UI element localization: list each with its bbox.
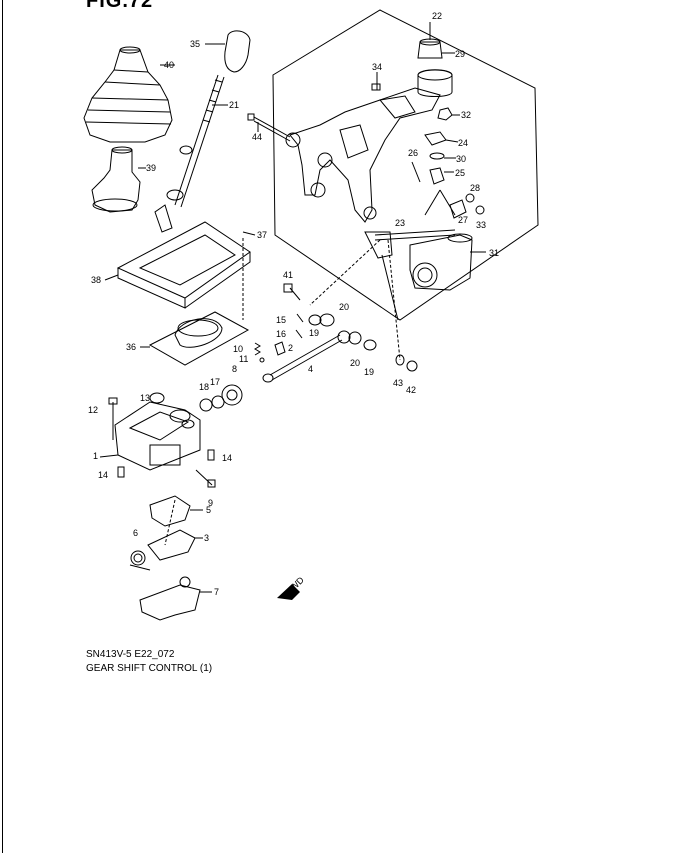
callout-41: 41: [283, 270, 293, 280]
callout-20a: 20: [339, 302, 349, 312]
callout-44: 44: [252, 132, 262, 142]
callout-30: 30: [456, 154, 466, 164]
callout-9: 9: [208, 498, 213, 508]
callout-11: 11: [239, 354, 248, 364]
callout-22: 22: [432, 11, 442, 21]
callout-14a: 14: [222, 453, 232, 463]
callout-29: 29: [455, 49, 465, 59]
callout-39: 39: [146, 163, 156, 173]
callout-3: 3: [204, 533, 209, 543]
callout-21: 21: [229, 100, 239, 110]
boot-39-shape: [91, 146, 146, 213]
fwd-arrow-icon: FWD: [277, 574, 306, 600]
callout-37: 37: [257, 230, 267, 240]
callout-16: 16: [276, 329, 286, 339]
bolt-34-shape: [371, 72, 381, 91]
callout-27: 27: [458, 215, 468, 225]
knob-35-shape: [205, 30, 251, 73]
boot-40-shape: [83, 46, 175, 143]
callout-42: 42: [406, 385, 416, 395]
callout-6: 6: [133, 528, 138, 538]
lever-21-shape: [154, 74, 228, 233]
drawing-code: SN413V-5 E22_072: [86, 649, 175, 660]
callout-23: 23: [395, 218, 405, 228]
page-left-border: [2, 0, 3, 853]
callout-12: 12: [88, 405, 98, 415]
callout-10: 10: [233, 344, 243, 354]
subassembly-22-frame: [272, 9, 539, 321]
bush-29-shape: [417, 38, 455, 59]
callout-32: 32: [461, 110, 471, 120]
callout-33: 33: [476, 220, 486, 230]
callout-19a: 19: [309, 328, 319, 338]
rod-23-shape: [364, 229, 456, 259]
callout-18: 18: [199, 382, 209, 392]
callout-5: 5: [206, 505, 211, 515]
callout-36: 36: [126, 342, 136, 352]
callout-13: 13: [140, 393, 150, 403]
callout-19b: 19: [364, 367, 374, 377]
bracket-22-shape: [285, 87, 441, 223]
callout-15: 15: [276, 315, 286, 325]
case-1-shape: [99, 401, 201, 471]
callout-40: 40: [164, 60, 174, 70]
shaft-4-shape: [262, 330, 351, 383]
callout-26: 26: [408, 148, 418, 158]
callout-28: 28: [470, 183, 480, 193]
callout-24: 24: [458, 138, 468, 148]
callout-38: 38: [91, 275, 101, 285]
bolt-44-shape: [247, 113, 291, 142]
callout-31: 31: [489, 248, 499, 258]
callout-2: 2: [288, 343, 293, 353]
callout-8: 8: [232, 364, 237, 374]
callout-7: 7: [214, 587, 219, 597]
callout-20b: 20: [350, 358, 360, 368]
callout-14b: 14: [98, 470, 108, 480]
callout-17: 17: [210, 377, 220, 387]
callout-35: 35: [190, 39, 200, 49]
callout-labels: 22 29 34 32 24 30 26 25 28 27 33 23 31 3…: [88, 11, 499, 597]
callout-1: 1: [93, 451, 98, 461]
figure-caption: GEAR SHIFT CONTROL (1): [86, 663, 213, 674]
housing-31-shape: [409, 233, 486, 291]
callout-43: 43: [393, 378, 403, 388]
callout-34: 34: [372, 62, 382, 72]
figure-title: FIG.72: [86, 0, 154, 12]
frame-38-shape: [104, 221, 251, 309]
callout-4: 4: [308, 364, 313, 374]
callout-25: 25: [455, 168, 465, 178]
plate-36-shape: [140, 311, 250, 366]
